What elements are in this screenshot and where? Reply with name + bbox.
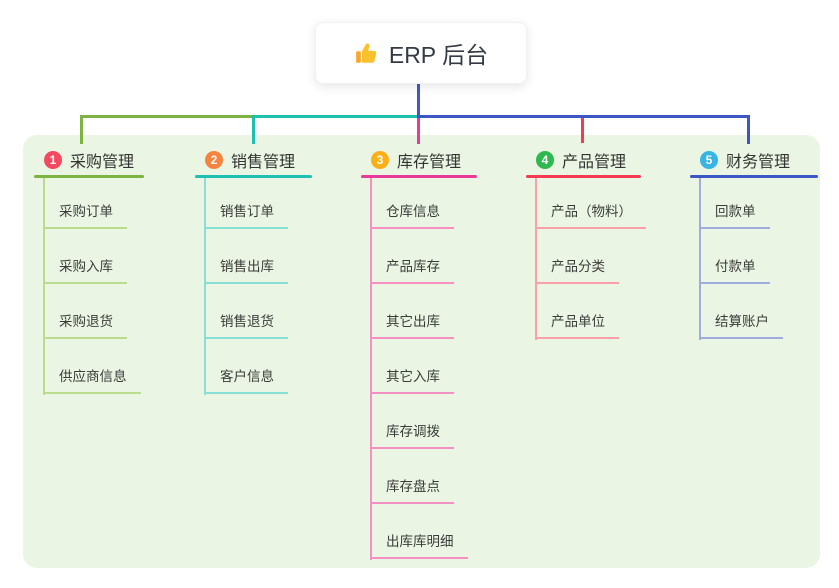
node-item[interactable]: 供应商信息 xyxy=(43,358,141,394)
node-item-label: 产品库存 xyxy=(386,259,440,274)
node-item[interactable]: 出库库明细 xyxy=(370,523,468,559)
node-item[interactable]: 结算账户 xyxy=(699,303,783,339)
node-item-label: 采购退货 xyxy=(59,314,113,329)
node-item[interactable]: 仓库信息 xyxy=(370,193,454,229)
branch-5-header[interactable]: 5 财务管理 xyxy=(700,147,790,173)
branch-1-number-badge: 1 xyxy=(44,151,62,169)
branch-4-spine xyxy=(535,178,537,340)
node-item[interactable]: 销售出库 xyxy=(204,248,288,284)
branch-5-label: 财务管理 xyxy=(726,154,791,171)
branch-4-underline xyxy=(526,175,641,178)
node-item[interactable]: 产品单位 xyxy=(535,303,619,339)
branch-5-number-badge: 5 xyxy=(700,151,718,169)
node-item-label: 客户信息 xyxy=(220,369,274,384)
branch-5-spine xyxy=(699,178,701,340)
node-item-label: 采购订单 xyxy=(59,204,113,219)
node-item[interactable]: 产品库存 xyxy=(370,248,454,284)
node-item[interactable]: 库存盘点 xyxy=(370,468,454,504)
drop-branch-2 xyxy=(252,115,255,144)
node-item[interactable]: 产品（物料） xyxy=(535,193,646,229)
node-item-label: 产品（物料） xyxy=(551,204,632,219)
root-node-label: ERP 后台 xyxy=(388,42,489,68)
drop-branch-1 xyxy=(80,115,83,144)
node-item-label: 仓库信息 xyxy=(386,204,440,219)
branch-3-header[interactable]: 3 库存管理 xyxy=(371,147,461,173)
root-node[interactable]: ERP 后台 xyxy=(315,22,527,84)
branch-2-label: 销售管理 xyxy=(231,154,296,171)
node-item-label: 销售退货 xyxy=(220,314,274,329)
node-item[interactable]: 销售退货 xyxy=(204,303,288,339)
connector-branch-5 xyxy=(417,115,750,118)
node-item[interactable]: 采购订单 xyxy=(43,193,127,229)
branch-1-header[interactable]: 1 采购管理 xyxy=(44,147,134,173)
node-item[interactable]: 采购入库 xyxy=(43,248,127,284)
node-item[interactable]: 其它入库 xyxy=(370,358,454,394)
thumbs-up-icon xyxy=(354,40,380,66)
branch-1-label: 采购管理 xyxy=(70,154,135,171)
node-item[interactable]: 产品分类 xyxy=(535,248,619,284)
node-item-label: 其它入库 xyxy=(386,369,440,384)
branch-4-number-badge: 4 xyxy=(536,151,554,169)
node-item-label: 产品单位 xyxy=(551,314,605,329)
branch-1-spine xyxy=(43,178,45,395)
drop-branch-4 xyxy=(581,118,584,143)
node-item[interactable]: 回款单 xyxy=(699,193,770,229)
node-item-label: 结算账户 xyxy=(715,314,769,329)
branch-5-underline xyxy=(690,175,818,178)
branch-4-label: 产品管理 xyxy=(562,154,627,171)
branches-panel xyxy=(23,135,820,568)
branch-2-underline xyxy=(195,175,312,178)
node-item[interactable]: 销售订单 xyxy=(204,193,288,229)
branch-2-number-badge: 2 xyxy=(205,151,223,169)
node-item[interactable]: 其它出库 xyxy=(370,303,454,339)
node-item-label: 产品分类 xyxy=(551,259,605,274)
node-item[interactable]: 客户信息 xyxy=(204,358,288,394)
branch-3-underline xyxy=(361,175,477,178)
node-item[interactable]: 库存调拨 xyxy=(370,413,454,449)
branch-2-spine xyxy=(204,178,206,395)
branch-1-underline xyxy=(34,175,144,178)
connector-branch-1 xyxy=(80,115,253,118)
node-item-label: 供应商信息 xyxy=(59,369,127,384)
branch-3-spine xyxy=(370,178,372,560)
node-item-label: 库存盘点 xyxy=(386,479,440,494)
branch-4-header[interactable]: 4 产品管理 xyxy=(536,147,626,173)
node-item[interactable]: 付款单 xyxy=(699,248,770,284)
node-item-label: 销售出库 xyxy=(220,259,274,274)
trunk-line xyxy=(417,82,420,116)
branch-2-header[interactable]: 2 销售管理 xyxy=(205,147,295,173)
branch-3-label: 库存管理 xyxy=(397,154,462,171)
node-item-label: 库存调拨 xyxy=(386,424,440,439)
node-item-label: 销售订单 xyxy=(220,204,274,219)
node-item-label: 出库库明细 xyxy=(386,534,454,549)
node-item-label: 采购入库 xyxy=(59,259,113,274)
branch-3-number-badge: 3 xyxy=(371,151,389,169)
node-item-label: 回款单 xyxy=(715,204,756,219)
node-item-label: 其它出库 xyxy=(386,314,440,329)
connector-branch-2 xyxy=(252,115,418,118)
drop-branch-3 xyxy=(417,118,420,144)
node-item[interactable]: 采购退货 xyxy=(43,303,127,339)
node-item-label: 付款单 xyxy=(715,259,756,274)
drop-branch-5 xyxy=(747,115,750,144)
